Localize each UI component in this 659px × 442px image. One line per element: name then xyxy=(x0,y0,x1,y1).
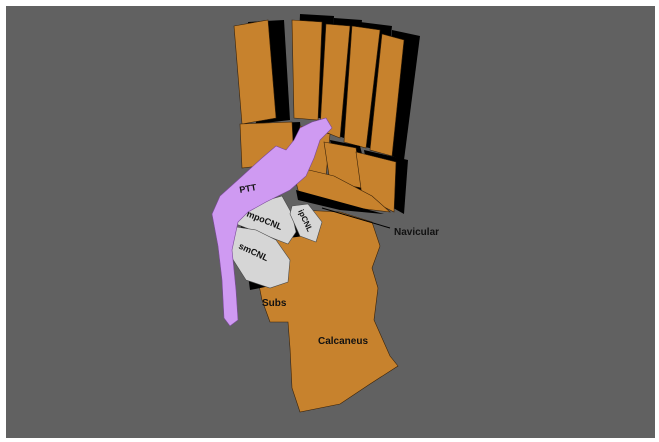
calcaneus-label: Calcaneus xyxy=(318,336,368,347)
subs-label: Subs xyxy=(262,298,287,309)
navicular-label: Navicular xyxy=(394,227,439,238)
metatarsal-2 xyxy=(292,20,322,120)
